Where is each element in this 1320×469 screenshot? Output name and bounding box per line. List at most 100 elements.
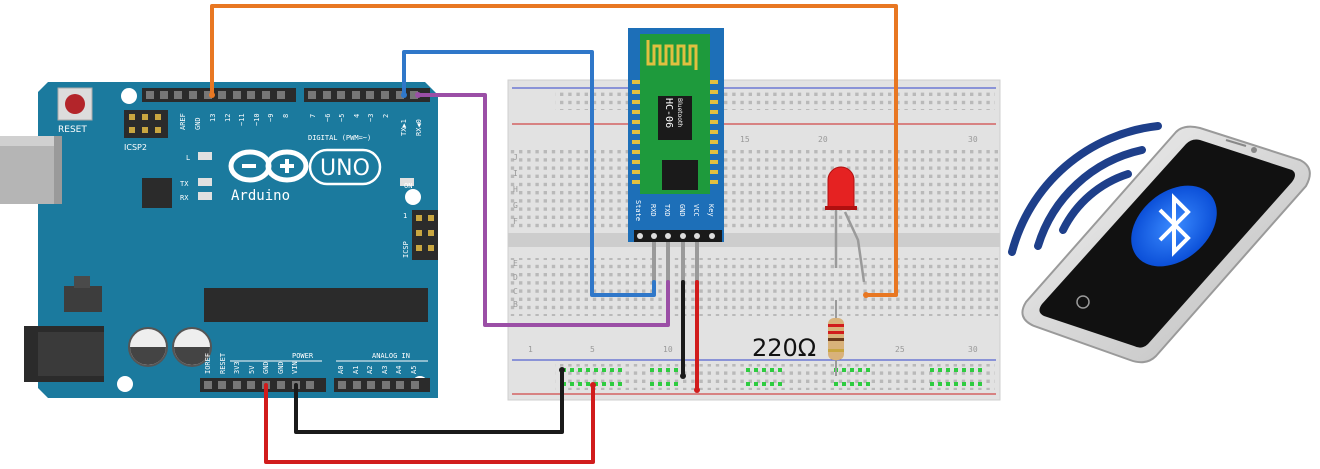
col-label-15: 15 [740,135,750,144]
arduino-logo [228,149,309,183]
led-label-on: ON [404,182,412,190]
col-label-20: 20 [818,135,828,144]
pin-label-a1: A1 [352,366,360,374]
col-label-1: 1 [528,345,533,354]
module-pin-gnd: GND [678,204,686,217]
atmega-chip [204,288,428,322]
pin-label-a5: A5 [410,366,418,374]
row-label-d: D [513,273,518,282]
bottom-terminal-holes [510,258,998,316]
reset-button-cap[interactable] [65,94,85,114]
pin-label-gnd: GND [194,117,202,130]
pin-label-vin: VIN [291,361,299,374]
pin-label-gnd1: GND [262,361,270,374]
arduino-uno-board: RESET ICSP2 AREF GND 13 12 ~11 [0,82,438,398]
pin-label-5: ~5 [338,114,346,122]
wires [210,4,898,464]
pin-label-rx0: RX◀0 [415,119,423,136]
pin-label-9: ~9 [267,114,275,122]
icsp-header [412,210,438,260]
led-label-tx: TX [180,180,189,188]
row-label-b: B [513,300,518,309]
wire-black-gnd [294,368,564,434]
pin-label-2: 2 [382,114,390,118]
mounting-hole-right [405,189,421,205]
icsp-label: ICSP [402,241,410,258]
pin-label-aref: AREF [179,113,187,130]
pin-label-10: ~10 [253,113,261,126]
led-rx [198,192,212,200]
pin-label-7: 7 [309,114,317,118]
icsp2-label: ICSP2 [124,143,147,152]
row-label-h: H [513,185,518,194]
phone-speaker [1225,139,1247,147]
voltage-regulator [64,286,102,312]
bottom-rail-holes [555,364,995,390]
power-label: POWER [292,352,314,360]
pin-label-13: 13 [209,114,217,122]
arduino-brand: Arduino [231,188,290,204]
wire-purple-rx [416,93,670,327]
pin-label-11: ~11 [238,113,246,126]
digital-label: DIGITAL (PWM=~) [308,134,371,142]
pin-label-a4: A4 [395,366,403,374]
module-pin-rxd: RXD [649,204,657,217]
led-label-l: L [186,154,190,162]
led-bulb [827,166,855,209]
led-on [400,178,414,186]
resistor: 220Ω [752,300,844,376]
smartphone [1008,122,1311,364]
red-led [825,166,866,283]
led-tx [198,178,212,186]
led-l [198,152,212,160]
wire-red-5v [264,383,595,464]
wire-blue-tx [402,50,656,297]
top-rail-holes [555,92,995,110]
pin-label-a2: A2 [366,366,374,374]
row-label-e: E [513,259,518,268]
col-label-30: 30 [968,135,978,144]
usb-connector [0,136,60,204]
col-label-25: 25 [895,345,905,354]
row-label-j: J [513,153,518,162]
analog-label: ANALOG IN [372,352,410,360]
row-label-i: I [513,169,518,178]
col-label-10: 10 [663,345,673,354]
pin-label-4: 4 [353,114,361,118]
reset-label: RESET [58,125,87,135]
pin-label-a0: A0 [337,366,345,374]
bluetooth-waves-icon [1008,122,1162,256]
module-chip [658,96,692,140]
uno-badge [308,148,382,186]
pin-label-ioref: IOREF [204,353,212,374]
module-pin-txd: TXD [663,204,671,217]
module-pin-key: Key [707,204,715,217]
led-label-rx: RX [180,194,189,202]
module-name: HC-06 [663,98,674,128]
pin-label-tx1: TX▶1 [400,119,408,136]
icsp-pin1-label: 1 [403,212,407,220]
hc06-module: HC-06 Bluetooth State RXD TXD GND VCC Ke… [628,28,724,282]
row-label-f: F [513,217,518,226]
module-header [634,230,722,242]
pin-label-8: 8 [282,114,290,118]
pin-label-gnd2: GND [277,361,285,374]
pin-label-reset: RESET [219,352,227,374]
breadboard: 5 10 15 20 25 30 30 1 J I H G F E D C B [507,79,1001,401]
pin-label-a3: A3 [381,366,389,374]
wire-orange-pin13 [210,4,898,297]
col-label-5: 5 [590,345,595,354]
col-label-30-bottom: 30 [968,345,978,354]
mounting-hole-bottom-left [117,376,133,392]
row-label-c: C [513,287,518,296]
module-sub: Bluetooth [676,98,683,127]
pin-label-3v3: 3V3 [233,361,241,374]
phone-home-button [1076,295,1090,309]
module-pin-state: State [634,200,642,221]
uno-label: UNO [320,156,370,181]
module-pin-vcc: VCC [692,204,700,217]
pin-label-12: 12 [224,114,232,122]
pin-label-5v: 5V [248,365,256,374]
module-flash-chip [662,160,698,190]
row-label-g: G [513,201,518,210]
